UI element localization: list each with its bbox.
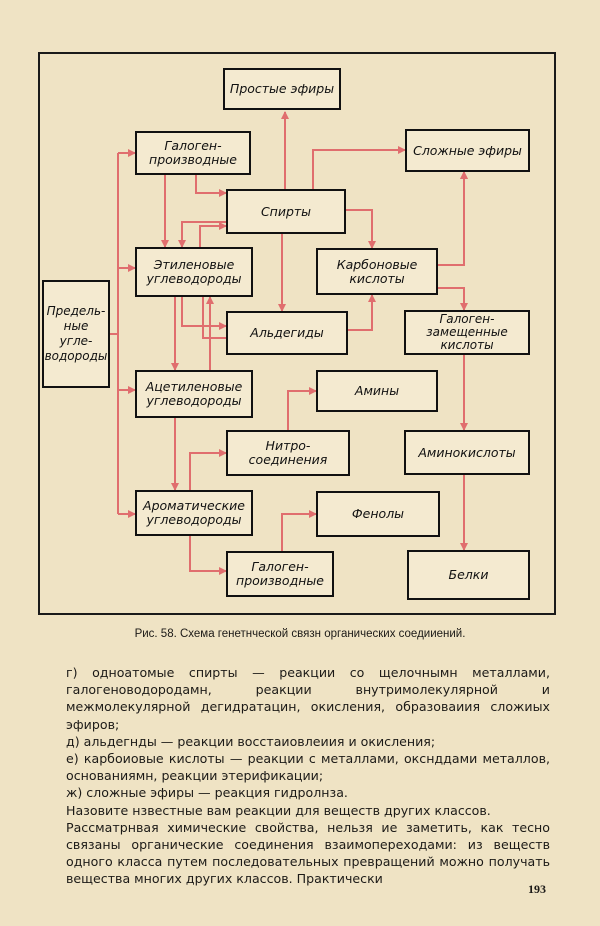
diagram-arrow (438, 287, 468, 311)
paragraph-aldehydes: д) альдегнды — реакции восстаиовлеиия и … (66, 733, 436, 749)
body-text: г) одноатомые спирты — реакции со щелочн… (66, 664, 550, 888)
box-amino-acids: Аминокислоты (404, 430, 530, 475)
paragraph-alcohols: г) одноатомые спирты — реакции со щелочн… (66, 665, 550, 732)
diagram-arrow (189, 536, 227, 575)
diagram-arrow (287, 387, 317, 430)
diagram-arrow (202, 297, 226, 339)
diagram-arrow (312, 146, 406, 189)
box-saturated-hydrocarbons: Предель- ные угле- водороды (42, 280, 110, 388)
box-proteins: Белки (407, 550, 530, 600)
box-esters: Сложные эфиры (405, 129, 530, 172)
diagram-frame (38, 52, 556, 615)
diagram-arrow (438, 171, 468, 266)
diagram-arrow (189, 449, 227, 490)
diagram-arrow (346, 209, 376, 249)
diagram-arrow (348, 294, 376, 331)
box-aldehydes: Альдегиды (226, 311, 348, 355)
paragraph-question: Назовите нзвестные вам реакции для вещес… (66, 802, 491, 818)
box-ethylene-hydrocarbons: Этиленовые углеводороды (135, 247, 253, 297)
paragraph-carboxylic-acids: е) карбоиовые кислоты — реакции с металл… (66, 751, 550, 784)
box-phenols: Фенолы (316, 491, 440, 537)
diagram-arrow (195, 175, 227, 197)
diagram-arrow (281, 510, 317, 551)
box-halogen-substituted-acids: Галоген- замещенные кислоты (404, 310, 530, 355)
figure-caption: Рис. 58. Схема генетнческой связн органи… (134, 628, 466, 640)
box-alcohols: Спирты (226, 189, 346, 234)
box-acetylene-hydrocarbons: Ацетиленовые углеводороды (135, 370, 253, 418)
box-amines: Амины (316, 370, 438, 412)
box-aromatic-hydrocarbons: Ароматические углеводороды (135, 490, 253, 536)
box-nitro-compounds: Нитро- соединения (226, 430, 350, 476)
page-number: 193 (528, 882, 546, 896)
box-carboxylic-acids: Карбоновые кислоты (316, 248, 438, 295)
box-halogen-derivatives-1: Галоген- производные (135, 131, 251, 175)
diagram-arrow (181, 297, 227, 330)
diagram-arrow (178, 221, 226, 248)
box-ethers: Простые эфиры (223, 68, 341, 110)
diagram-arrow (199, 222, 227, 247)
paragraph-esters: ж) сложные эфиры — реакция гидролнза. (66, 785, 348, 801)
paragraph-summary: Рассматрнвая химические свойства, нельзя… (66, 819, 550, 887)
box-halogen-derivatives-2: Галоген- производные (226, 551, 334, 597)
